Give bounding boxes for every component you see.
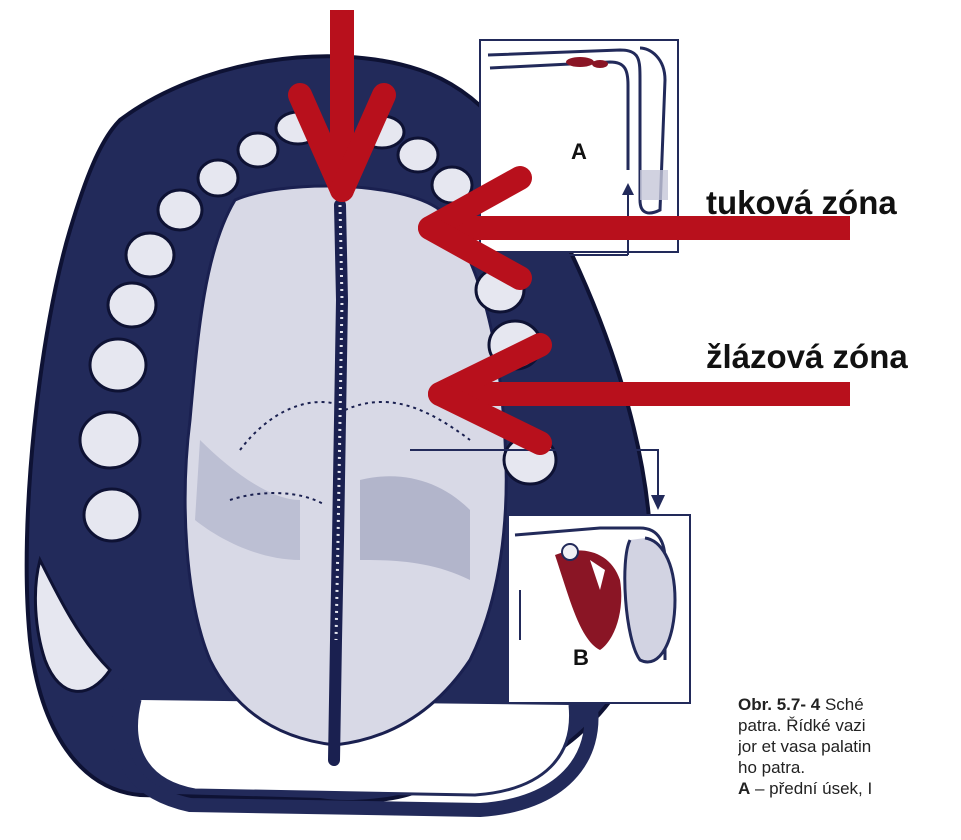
caption-line-1: Obr. 5.7- 4 Sché xyxy=(738,694,961,715)
figure-caption: Obr. 5.7- 4 Sché patra. Řídké vazi jor e… xyxy=(738,694,961,799)
inset-b-label: B xyxy=(573,645,589,671)
inset-a-label: A xyxy=(571,139,587,165)
caption-line-3: jor et vasa palatin xyxy=(738,736,961,757)
caption-line-4: ho patra. xyxy=(738,757,961,778)
caption-line-5: A – přední úsek, I xyxy=(738,778,961,799)
gland-zone-label: žlázová zóna xyxy=(706,338,908,376)
caption-text-5: – přední úsek, I xyxy=(750,779,872,798)
caption-number: Obr. 5.7- 4 xyxy=(738,695,820,714)
connector-b-arrowhead xyxy=(651,495,665,510)
fat-zone-label: tuková zóna xyxy=(706,184,897,222)
inset-b xyxy=(508,515,690,703)
caption-legend-letter: A xyxy=(738,779,750,798)
side-tab xyxy=(88,185,110,230)
caption-text-1: Sché xyxy=(825,695,864,714)
caption-line-2: patra. Řídké vazi xyxy=(738,715,961,736)
